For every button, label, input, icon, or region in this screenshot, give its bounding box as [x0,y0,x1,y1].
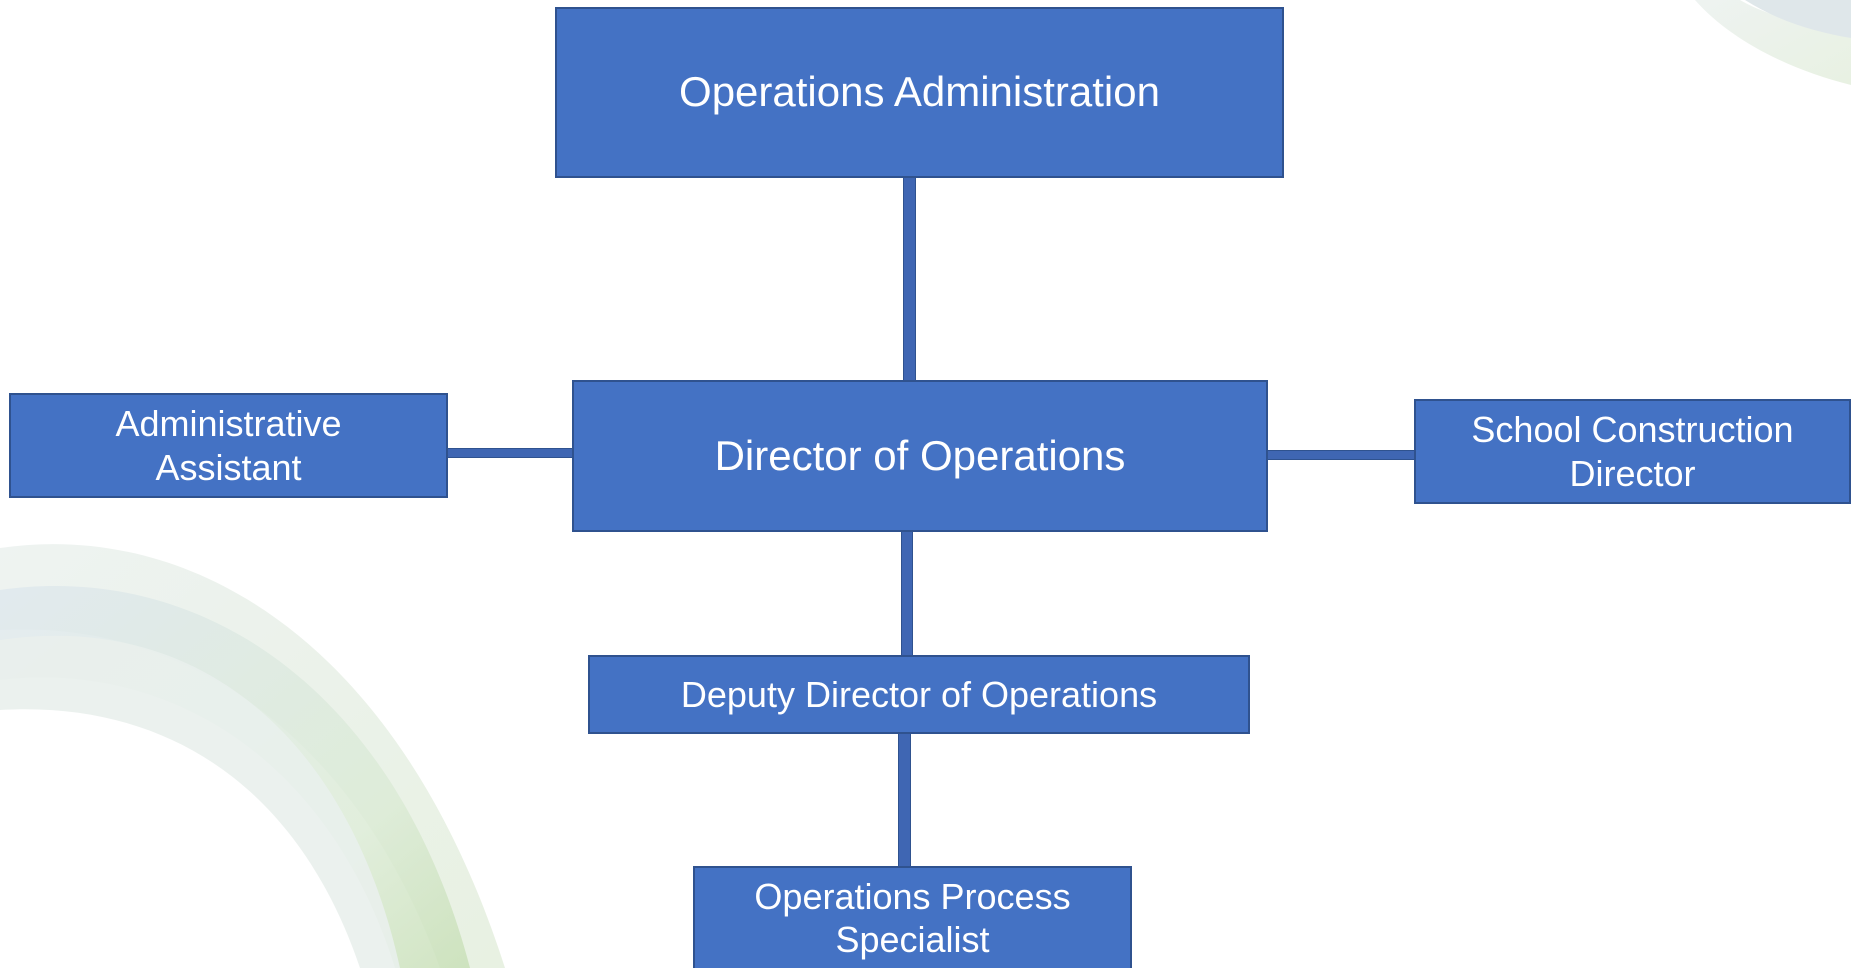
connector-director-to-admin [447,448,574,458]
deputy-director-of-operations-label: Deputy Director of Operations [680,673,1158,715]
director-of-operations-box: Director of Operations [572,380,1268,532]
administrative-assistant-label: Administrative Assistant [115,403,342,488]
swoosh-bottom-left [0,544,505,968]
operations-process-specialist-label: Operations Process Specialist [754,875,1071,960]
administrative-assistant-box: Administrative Assistant [9,393,448,498]
swoosh-top-right [1695,0,1851,85]
connector-director-to-deputy [901,530,913,657]
deputy-director-of-operations-box: Deputy Director of Operations [588,655,1250,734]
director-of-operations-label: Director of Operations [714,431,1126,479]
school-construction-director-label: School Construction Director [1471,409,1794,494]
operations-administration-label: Operations Administration [679,68,1160,116]
connector-top-to-director [903,177,916,382]
operations-administration-box: Operations Administration [555,7,1284,178]
operations-process-specialist-box: Operations Process Specialist [693,866,1132,968]
connector-deputy-to-specialist [898,732,911,868]
connector-director-to-school [1266,450,1416,460]
school-construction-director-box: School Construction Director [1414,399,1851,504]
